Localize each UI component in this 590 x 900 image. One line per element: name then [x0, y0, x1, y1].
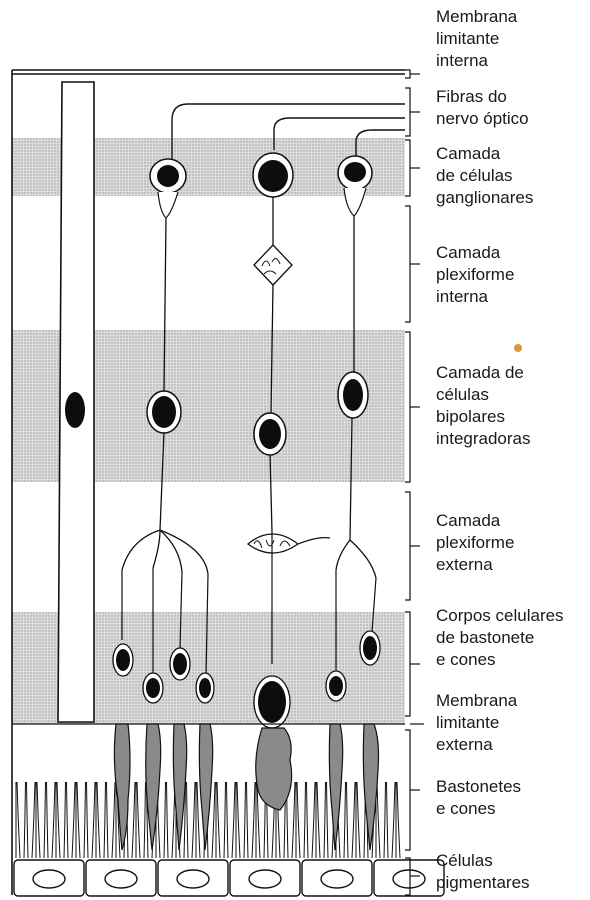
muller-cell	[58, 82, 94, 722]
fringe-strand	[297, 782, 300, 858]
label-camada-celulas-ganglionares: Camada de células ganglionares	[436, 143, 533, 209]
fringe-strand	[77, 782, 80, 858]
fringe-strand	[27, 782, 29, 858]
fringe-strand	[104, 782, 106, 858]
fringe-strand	[47, 782, 49, 858]
fringe-strand	[357, 782, 360, 858]
fringe-strand	[132, 782, 135, 858]
label-corpos-celulares: Corpos celulares de bastonete e cones	[436, 605, 564, 671]
fringe-strand	[227, 782, 229, 858]
bipolar-cell-1	[147, 391, 181, 433]
pigment-cell-nucleus	[321, 870, 353, 888]
label-camada-celulas-bipolares: Camada de células bipolares integradoras	[436, 362, 531, 450]
ganglion-cell-2	[253, 153, 293, 197]
fringe-strand	[212, 782, 215, 858]
label-camada-plexiforme-externa: Camada plexiforme externa	[436, 510, 514, 576]
fringe-strand	[44, 782, 46, 858]
fringe-strand	[32, 782, 35, 858]
inner-plexiform-synapse	[254, 245, 292, 285]
label-brackets	[405, 70, 424, 895]
label-bastonetes-cones: Bastonetes e cones	[436, 776, 521, 820]
fringe-strand	[317, 782, 320, 858]
outer-plexiform-synapse	[248, 534, 330, 553]
fringe-strand	[247, 782, 249, 858]
fringe-strand	[97, 782, 100, 858]
pigment-cell-nucleus	[177, 870, 209, 888]
fringe-strand	[72, 782, 75, 858]
fringe-strand	[392, 782, 395, 858]
fringe-strand	[252, 782, 255, 858]
label-membrana-limitante-interna: Membrana limitante interna	[436, 6, 517, 72]
fringe-strand	[84, 782, 86, 858]
fringe-strand	[304, 782, 306, 858]
ganglion-cell-3	[338, 156, 372, 216]
label-celulas-pigmentares: Células pigmentares	[436, 850, 530, 894]
fringe-strand	[377, 782, 380, 858]
pigment-cell-nucleus	[249, 870, 281, 888]
pigment-cell-nucleus	[105, 870, 137, 888]
fringe-strand	[17, 782, 20, 858]
label-fibras-nervo-optico: Fibras do nervo óptico	[436, 86, 529, 130]
fringe-strand	[67, 782, 69, 858]
fringe-strand	[52, 782, 55, 858]
fringe-strand	[387, 782, 389, 858]
fringe-strand	[347, 782, 349, 858]
fringe-strand	[24, 782, 26, 858]
fringe-strand	[232, 782, 235, 858]
label-membrana-limitante-externa: Membrana limitante externa	[436, 690, 517, 756]
fringe-strand	[37, 782, 40, 858]
fringe-strand	[57, 782, 60, 858]
fringe-strand	[137, 782, 140, 858]
fringe-strand	[224, 782, 226, 858]
fringe-strand	[237, 782, 240, 858]
fringe-strand	[197, 782, 200, 858]
fringe-strand	[167, 782, 169, 858]
fringe-strand	[327, 782, 329, 858]
fringe-strand	[244, 782, 246, 858]
fringe-strand	[292, 782, 295, 858]
fringe-strand	[192, 782, 195, 858]
fringe-strand	[87, 782, 89, 858]
pigment-cell-nucleus	[393, 870, 425, 888]
pigment-cell-nucleus	[33, 870, 65, 888]
fringe-strand	[92, 782, 95, 858]
fringe-strand	[64, 782, 66, 858]
fringe-strand	[324, 782, 326, 858]
bipolar-cell-3	[338, 372, 368, 418]
muller-nucleus	[65, 392, 85, 428]
fringe-strand	[344, 782, 346, 858]
fringe-strand	[217, 782, 220, 858]
bipolar-cell-2	[254, 413, 286, 455]
fringe-strand	[164, 782, 166, 858]
fringe-strand	[397, 782, 400, 858]
fringe-strand	[107, 782, 109, 858]
fringe-strand	[312, 782, 315, 858]
fringe-strand	[144, 782, 146, 858]
fringe-strand	[384, 782, 386, 858]
fringe-strand	[352, 782, 355, 858]
pigment-cells	[14, 860, 444, 896]
ganglion-cell-1	[150, 159, 186, 218]
speck	[514, 344, 522, 352]
label-camada-plexiforme-interna: Camada plexiforme interna	[436, 242, 514, 308]
fringe-strand	[307, 782, 309, 858]
fringe-strand	[112, 782, 115, 858]
fringe-strand	[187, 782, 189, 858]
